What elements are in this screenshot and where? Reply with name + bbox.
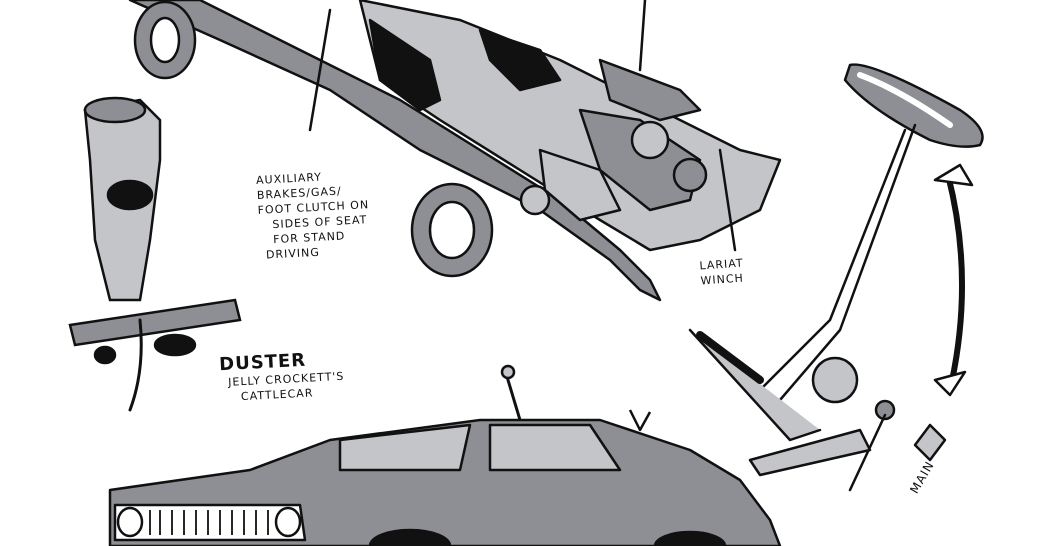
duster-caption: Duster Jelly Crockett's Cattlecar (219, 349, 346, 405)
duster-car-sketch (108, 364, 782, 546)
steering-column-sketch (688, 63, 984, 492)
auxiliary-controls-note: Auxiliary Brakes/Gas/ Foot Clutch on Sid… (256, 167, 372, 263)
note-line: Winch (700, 271, 745, 288)
lariat-winch-note: Lariat Winch (699, 255, 745, 288)
engine-part-sketch (68, 96, 242, 412)
top-car-sketch (128, 0, 782, 302)
